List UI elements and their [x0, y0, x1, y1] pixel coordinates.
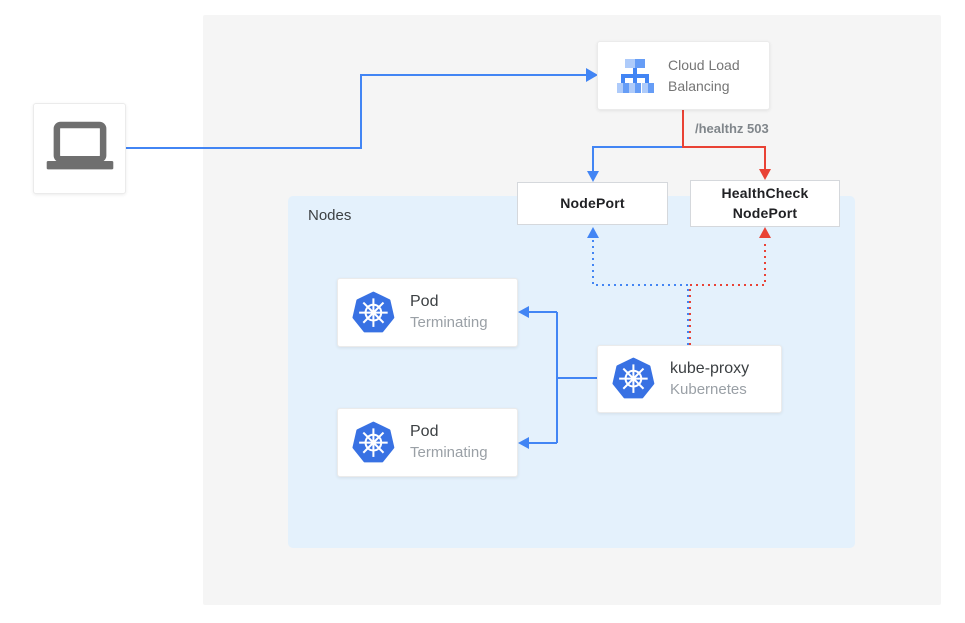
kubernetes-icon	[352, 421, 395, 462]
healthz-status-label: /healthz 503	[695, 121, 769, 136]
kubernetes-icon	[352, 291, 395, 332]
cloud-load-balancing-label: Cloud Load Balancing	[668, 57, 740, 94]
kube-proxy-subtitle: Kubernetes	[670, 380, 747, 398]
pod-1-node: Pod Terminating	[337, 278, 518, 347]
client-node	[33, 103, 126, 194]
pod-1-status: Terminating	[410, 314, 488, 332]
kube-proxy-node: kube-proxy Kubernetes	[597, 345, 782, 413]
nodes-group-label: Nodes	[308, 207, 352, 224]
pod-2-title: Pod	[410, 423, 439, 441]
pod-2-status: Terminating	[410, 444, 488, 462]
kubernetes-icon	[612, 357, 655, 399]
healthcheck-nodeport-node: HealthCheck NodePort	[690, 180, 840, 227]
cloud-load-balancing-node: Cloud Load Balancing	[597, 41, 770, 110]
laptop-icon	[46, 121, 113, 169]
pod-1-title: Pod	[410, 293, 439, 311]
kube-proxy-title: kube-proxy	[670, 359, 750, 377]
nodeport-node: NodePort	[517, 182, 668, 225]
pod-2-node: Pod Terminating	[337, 408, 518, 477]
load-balancer-icon	[617, 58, 654, 93]
